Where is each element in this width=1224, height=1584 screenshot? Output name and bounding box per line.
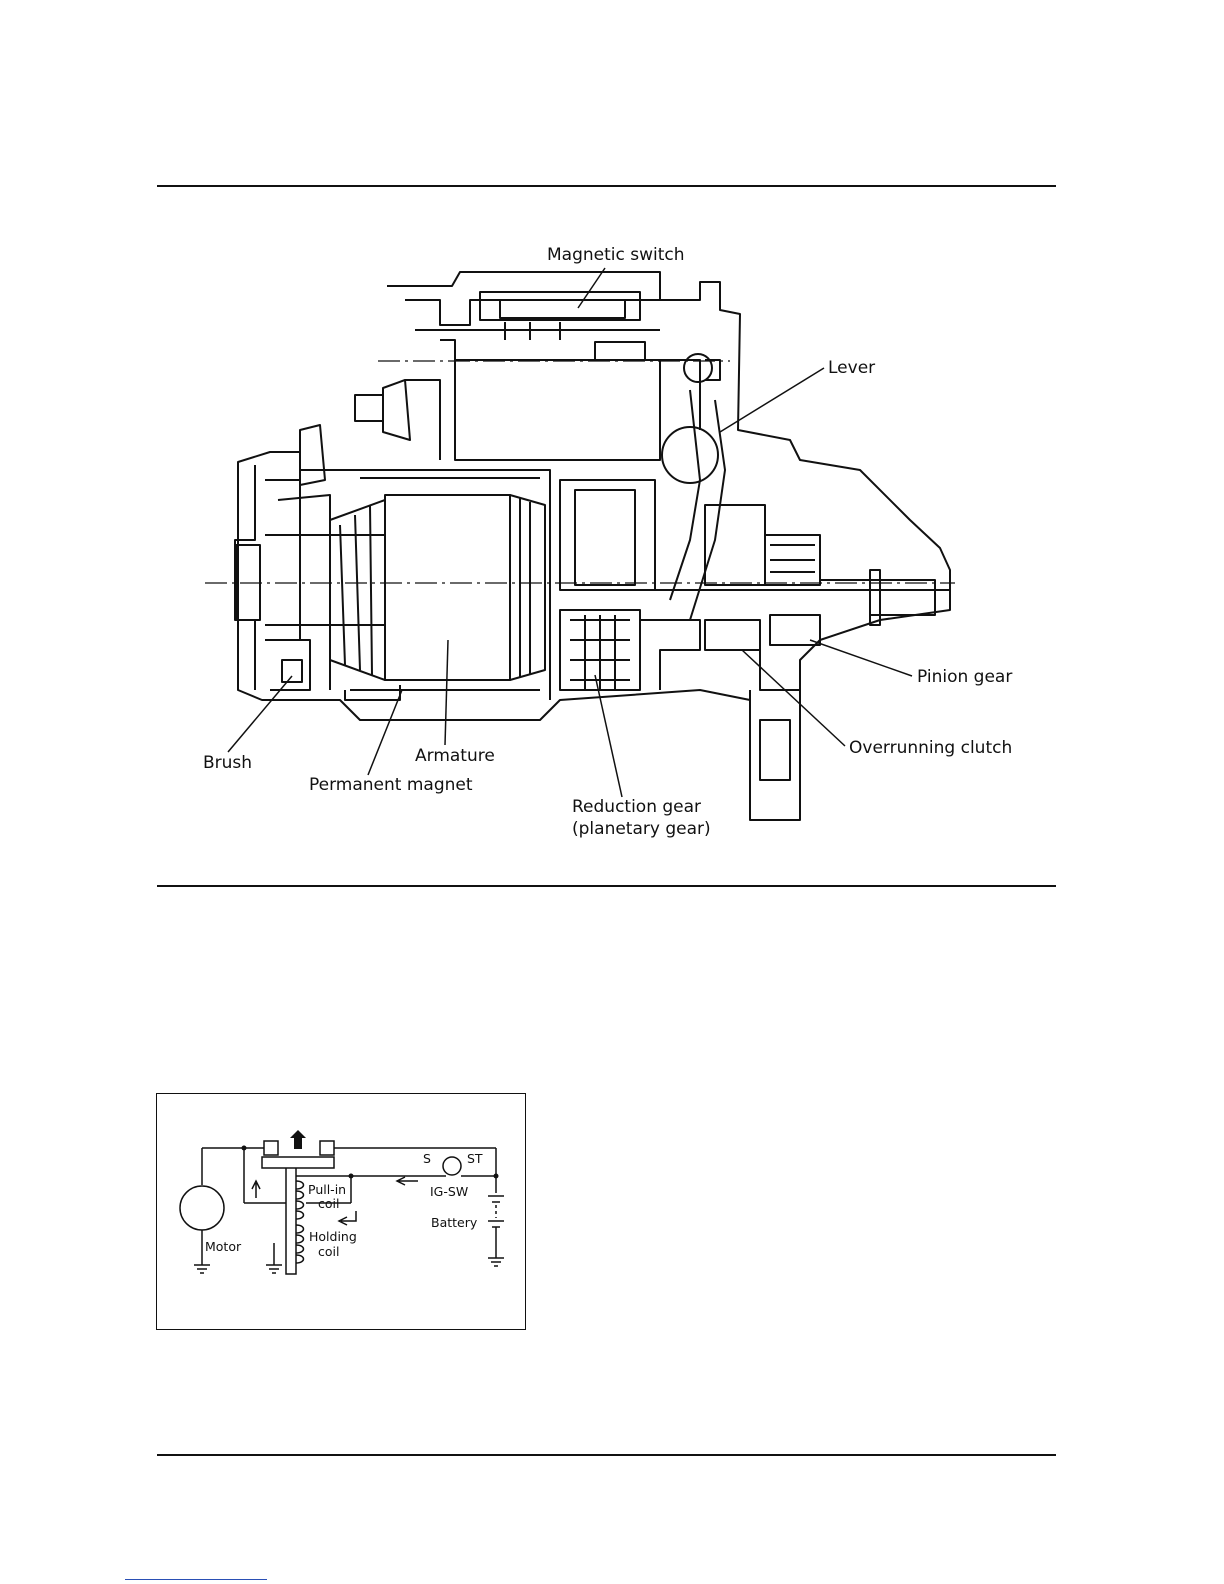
label-pinion-gear: Pinion gear	[917, 666, 1012, 688]
middle-rule	[157, 885, 1056, 887]
bottom-rule	[157, 1454, 1056, 1456]
label-reduction-gear-line2: (planetary gear)	[572, 818, 711, 840]
circuit-diagram	[156, 1093, 526, 1330]
label-lever: Lever	[828, 357, 875, 379]
label-armature: Armature	[415, 745, 495, 767]
label-s: S	[423, 1152, 431, 1166]
label-pull-in-line1: Pull-in	[308, 1183, 346, 1197]
label-holding-line2: coil	[318, 1245, 339, 1259]
leader-reduction-gear	[595, 675, 622, 797]
leader-magnetic-switch	[578, 268, 605, 308]
label-st: ST	[467, 1152, 483, 1166]
label-brush: Brush	[203, 752, 252, 774]
label-overrunning-clutch: Overrunning clutch	[849, 737, 1012, 759]
label-pull-in-line2: coil	[318, 1197, 339, 1211]
leader-armature	[445, 640, 448, 745]
label-permanent-magnet: Permanent magnet	[309, 774, 473, 796]
label-ig-sw: IG-SW	[430, 1185, 468, 1199]
leader-lever	[720, 368, 824, 432]
leader-pinion-gear	[810, 640, 912, 676]
starter-cutaway-diagram	[0, 0, 1224, 900]
leader-overrunning-clutch	[742, 650, 845, 746]
footer-link-underline	[125, 1579, 267, 1580]
label-battery: Battery	[431, 1216, 477, 1230]
label-motor: Motor	[205, 1240, 241, 1254]
label-holding-line1: Holding	[309, 1230, 357, 1244]
label-reduction-gear-line1: Reduction gear	[572, 796, 701, 818]
label-magnetic-switch: Magnetic switch	[547, 244, 685, 266]
leader-permanent-magnet	[368, 690, 402, 775]
